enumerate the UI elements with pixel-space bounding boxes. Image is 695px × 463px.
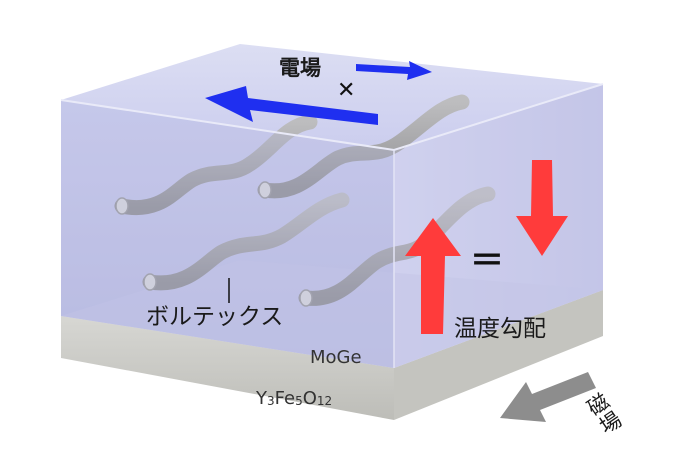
vortex-group: [114, 94, 496, 307]
moge-block: [61, 44, 603, 368]
temperature-gradient-arrows: ＝: [405, 160, 568, 334]
vortex-line: [142, 192, 350, 291]
vortex-line: [298, 186, 496, 306]
electric-field-arrows: ✕: [205, 61, 432, 125]
large-blue-arrow-icon: [205, 86, 378, 125]
equals-sign: ＝: [470, 241, 504, 281]
magnetic-field-arrow-icon: [500, 372, 596, 422]
yig-substrate-label: Y3Fe5O12: [256, 388, 333, 409]
temperature-gradient-label: 温度勾配: [454, 316, 546, 342]
small-blue-arrow-icon: [356, 61, 432, 80]
vortex-line: [114, 114, 318, 215]
vortex-line: [257, 94, 470, 199]
moge-front-glass: [60, 83, 604, 368]
red-up-arrow-icon: [405, 218, 461, 334]
vortex-label: ボルテックス: [146, 304, 284, 330]
electric-field-label: 電場: [279, 56, 321, 80]
yig-substrate: [61, 290, 603, 420]
red-down-arrow-icon: [516, 160, 568, 256]
not-mark: ✕: [337, 78, 355, 103]
moge-layer-label: MoGe: [310, 347, 362, 368]
